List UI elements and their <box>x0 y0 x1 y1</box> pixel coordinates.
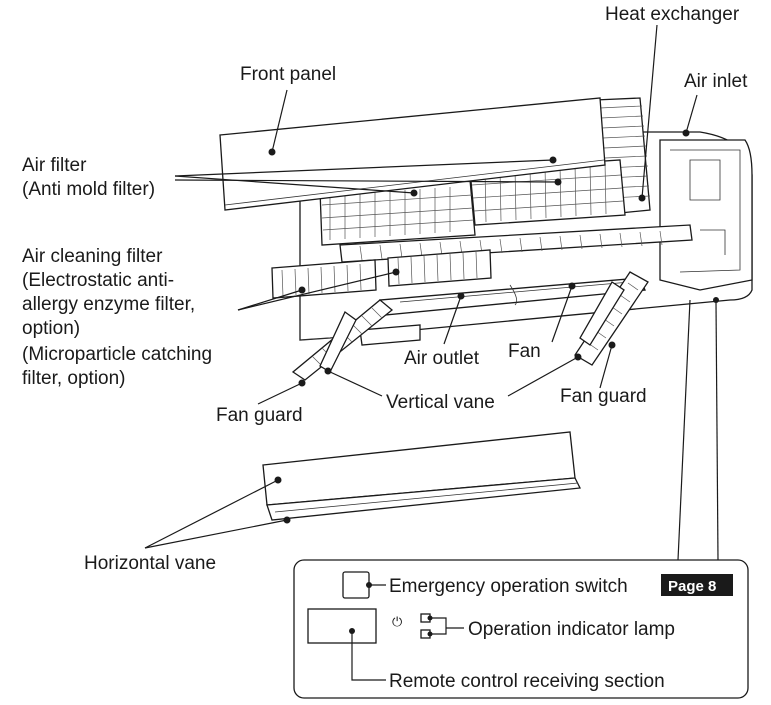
label-vertical-vane: Vertical vane <box>386 392 495 413</box>
fan-guard-right <box>574 271 649 366</box>
label-fan: Fan <box>508 341 541 362</box>
label-remote-receiver: Remote control receiving section <box>389 671 665 692</box>
page-ref-badge <box>661 574 733 596</box>
inset-detail-box: Emergency operation switch Page 8 Remote… <box>293 559 749 699</box>
air-cleaning-filters <box>271 249 492 299</box>
horizontal-vane <box>262 431 582 521</box>
leader-lines <box>144 24 719 561</box>
label-emergency-switch: Emergency operation switch <box>389 576 628 597</box>
label-horizontal-vane: Horizontal vane <box>84 553 216 574</box>
emergency-switch-icon <box>342 571 370 599</box>
label-air-inlet: Air inlet <box>684 71 748 92</box>
page-ref-text: Page 8 <box>668 578 716 595</box>
power-icon: ⏻ <box>392 614 402 629</box>
front-panel <box>219 97 606 211</box>
label-operation-lamp: Operation indicator lamp <box>468 619 675 640</box>
air-filter-mesh <box>319 159 626 246</box>
label-air-cleaning-line4: option) <box>22 318 80 339</box>
label-air-cleaning-line1: Air cleaning filter <box>22 246 163 267</box>
label-air-filter-line2: (Anti mold filter) <box>22 179 155 200</box>
label-air-cleaning-line6: filter, option) <box>22 368 126 389</box>
label-fan-guard-left: Fan guard <box>216 405 303 426</box>
label-air-cleaning-line5: (Microparticle catching <box>22 344 212 365</box>
label-air-cleaning-line3: allergy enzyme filter, <box>22 294 195 315</box>
label-air-outlet: Air outlet <box>404 348 480 369</box>
label-heat-exchanger: Heat exchanger <box>605 4 740 25</box>
label-air-cleaning-line2: (Electrostatic anti- <box>22 270 174 291</box>
label-air-filter-line1: Air filter <box>22 155 87 176</box>
label-fan-guard-right: Fan guard <box>560 386 647 407</box>
label-front-panel: Front panel <box>240 64 336 85</box>
labels: Heat exchanger Front panel Air inlet Air… <box>22 4 748 574</box>
remote-receiver-window <box>307 608 377 644</box>
